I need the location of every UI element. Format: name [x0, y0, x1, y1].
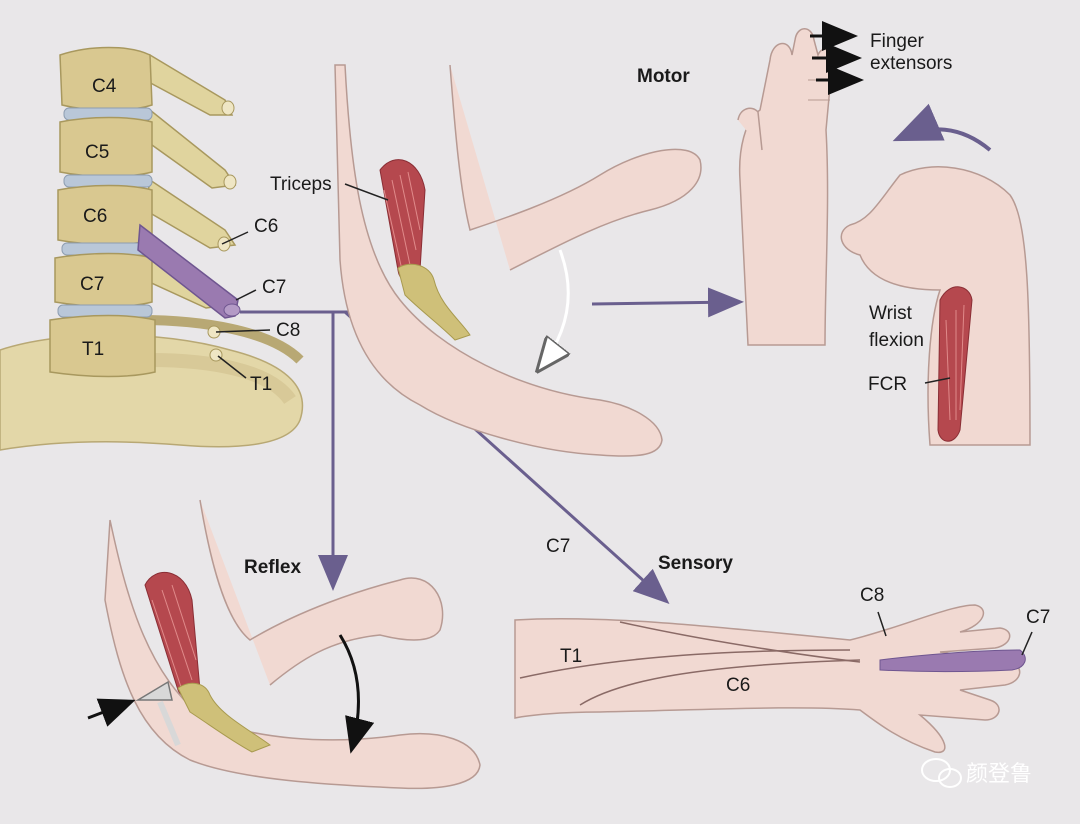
muscle-label-triceps: Triceps [270, 174, 332, 195]
root-label-t1: T1 [250, 374, 272, 395]
vertebra-label-c7: C7 [80, 274, 104, 295]
triceps-arm: Triceps [270, 64, 702, 457]
vertebra-label-c4: C4 [92, 76, 117, 97]
watermark-text: 颜登鲁 [966, 762, 1032, 787]
c7-nerve-root [137, 223, 239, 319]
dermatome-label-c7: C7 [1026, 607, 1050, 628]
motor-heading: Motor [637, 66, 690, 87]
sensory-heading: Sensory [658, 553, 733, 574]
sensory-panel: Sensory T1 C6 C8 C7 [514, 553, 1050, 754]
vertebra-c7: C7 [54, 252, 153, 308]
vertebra-c5: C5 [59, 116, 153, 178]
sensory-arm [514, 604, 1021, 754]
dermatome-label-c8: C8 [860, 585, 884, 606]
vertebra-c4: C4 [59, 46, 153, 111]
arrow-to-motor [591, 287, 744, 318]
cervical-spine: C4 C5 C6 C7 T1 C6 [0, 46, 304, 451]
root-label-c7: C7 [262, 277, 286, 298]
action-label-extensors: extensors [870, 53, 952, 74]
flexed-wrist-hand [840, 166, 1031, 446]
reflex-panel: Reflex [87, 499, 481, 790]
wechat-icon [921, 758, 962, 788]
flexion-arrow [892, 103, 992, 152]
vertebra-label-t1: T1 [82, 339, 104, 360]
pathway-label-c7: C7 [546, 536, 570, 557]
dermatome-label-t1: T1 [560, 646, 582, 667]
action-label-flexion: flexion [869, 330, 924, 351]
reflex-extension-arrow [338, 634, 375, 754]
dermatome-label-c6: C6 [726, 675, 750, 696]
vertebra-c6: C6 [57, 184, 153, 246]
action-label-finger: Finger [870, 31, 925, 52]
tap-arrow [87, 698, 136, 727]
vertebra-label-c5: C5 [85, 142, 109, 163]
action-label-wrist: Wrist [869, 303, 913, 324]
root-label-c8: C8 [276, 320, 300, 341]
extension-arrow-white [540, 249, 568, 368]
root-label-c6: C6 [254, 216, 278, 237]
motor-panel: Motor Finger extensors Wrist flexion FCR [637, 21, 1031, 446]
vertebra-t1: T1 [49, 314, 156, 378]
vertebra-label-c6: C6 [83, 206, 107, 227]
muscle-label-fcr: FCR [868, 374, 907, 395]
reflex-heading: Reflex [244, 557, 301, 578]
watermark: 颜登鲁 [921, 758, 1032, 788]
reflex-hammer [135, 680, 173, 701]
c7-dermatome [879, 649, 1026, 672]
